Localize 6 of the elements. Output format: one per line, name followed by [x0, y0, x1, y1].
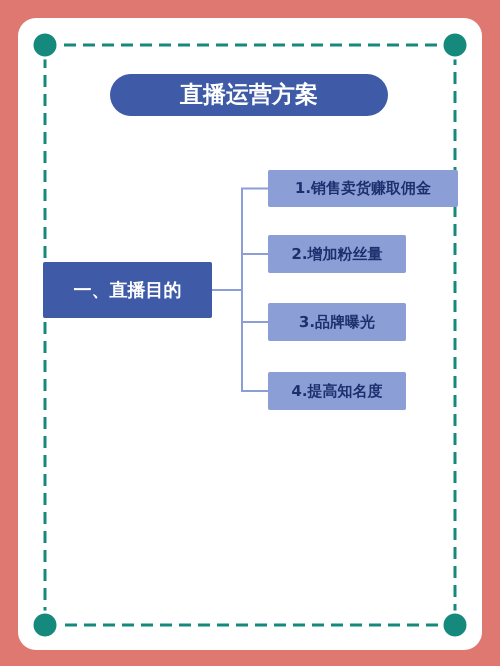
subtopic-box: 3.品牌曝光 [268, 303, 406, 341]
topic-box: 一、直播目的 [43, 262, 212, 318]
subtopic-box: 2.增加粉丝量 [268, 235, 406, 273]
title-banner: 直播运营方案 [110, 74, 388, 116]
subtopic-box: 1.销售卖货赚取佣金 [268, 170, 458, 207]
subtopic-box: 4.提高知名度 [268, 372, 406, 410]
